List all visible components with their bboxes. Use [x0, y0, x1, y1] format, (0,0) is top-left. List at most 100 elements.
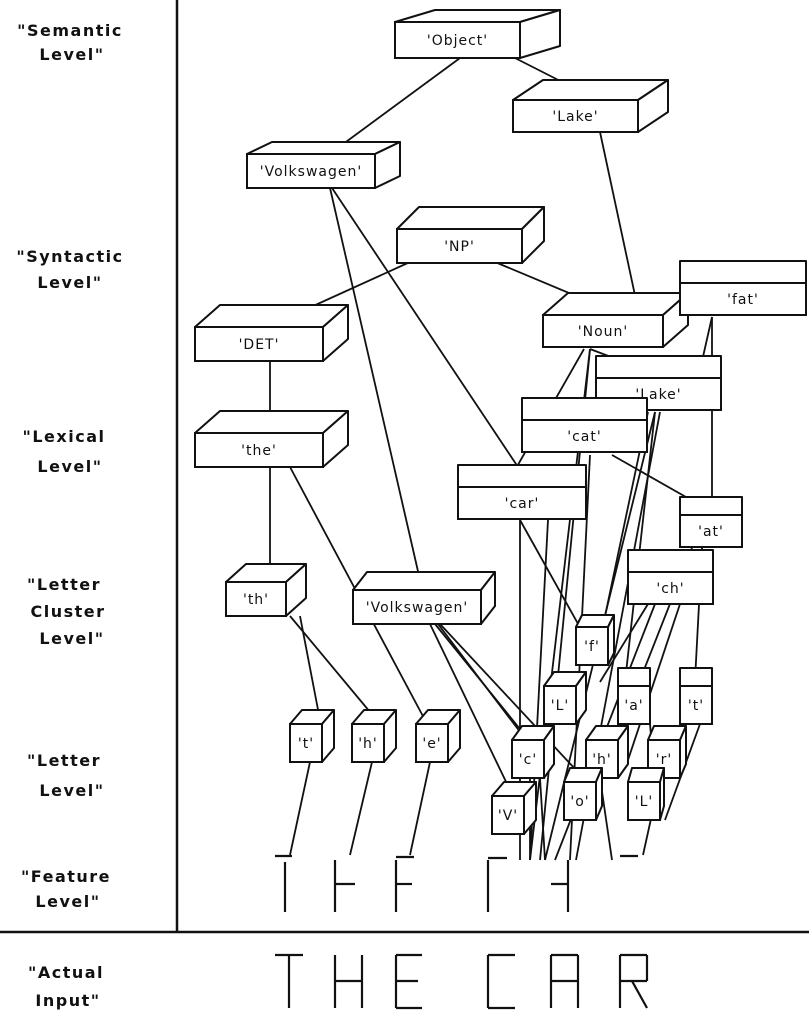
- node-volkswagen-sem: 'Volkswagen': [246, 141, 401, 189]
- feature-e: [394, 855, 414, 912]
- box-top-face: [679, 496, 743, 516]
- box-front-face: [563, 781, 597, 821]
- node-L2: 'L': [627, 767, 665, 821]
- node-e: 'e': [415, 709, 461, 763]
- box-top-face: [627, 767, 665, 783]
- node-label: 'Volkswagen': [366, 600, 468, 616]
- node-label: 'c': [519, 752, 537, 768]
- node-volkswagen-lc: 'Volkswagen': [352, 571, 496, 625]
- box-front-face: [225, 581, 287, 617]
- node-label: 'the': [241, 443, 277, 459]
- box-top-face: [457, 464, 587, 488]
- box-top-face: [352, 571, 496, 591]
- box-top-face: [679, 260, 807, 284]
- box-front-face: [679, 514, 743, 548]
- input-letter-C: [486, 953, 515, 1010]
- node-label: 'Lake': [552, 109, 598, 125]
- node-cat: 'cat': [521, 397, 648, 453]
- node-boxes: 'Object' 'Lake' 'Volkswagen' 'NP' 'DET' 'Noun…: [194, 9, 807, 835]
- node-object: 'Object': [394, 9, 561, 59]
- node-label: 'h': [358, 736, 378, 752]
- connection-line: [289, 615, 376, 719]
- box-front-face: [543, 685, 577, 725]
- connection-line: [539, 777, 546, 861]
- node-t2: 't': [679, 667, 713, 725]
- feature-t: [275, 854, 292, 912]
- node-noun: 'Noun': [542, 292, 689, 348]
- node-th: 'th': [225, 563, 307, 617]
- box-front-face: [679, 685, 713, 725]
- box-front-face: [351, 723, 385, 763]
- node-label: 'DET': [239, 337, 280, 353]
- box-front-face: [617, 685, 651, 725]
- box-front-face: [352, 589, 482, 625]
- node-label: 'Object': [427, 33, 488, 49]
- input-letter-E: [394, 953, 422, 1010]
- node-a: 'a': [617, 667, 651, 725]
- connection-line: [331, 187, 521, 471]
- box-front-face: [575, 626, 609, 666]
- box-front-face: [194, 326, 324, 362]
- box-front-face: [679, 282, 807, 316]
- node-label: 'Volkswagen': [260, 164, 362, 180]
- box-top-face: [194, 410, 349, 434]
- box-front-face: [512, 99, 639, 133]
- node-at: 'at': [679, 496, 743, 548]
- node-fat: 'fat': [679, 260, 807, 316]
- box-top-face: [627, 549, 714, 573]
- node-v: 'V': [491, 781, 537, 835]
- connection-line: [329, 187, 421, 581]
- node-label: 'th': [243, 592, 269, 608]
- box-top-face: [521, 397, 648, 421]
- connection-line: [289, 761, 311, 856]
- box-front-face: [521, 419, 648, 453]
- connection-line: [624, 411, 656, 683]
- node-ch: 'ch': [627, 549, 714, 605]
- connection-line: [299, 261, 411, 313]
- node-h: 'h': [351, 709, 397, 763]
- box-front-face: [627, 781, 661, 821]
- box-front-face: [627, 571, 714, 605]
- node-label: 'ch': [656, 581, 684, 597]
- box-front-face: [194, 432, 324, 468]
- node-label: 'at': [698, 524, 724, 540]
- box-top-face: [194, 304, 349, 328]
- node-the: 'the': [194, 410, 349, 468]
- node-label: 'NP': [444, 239, 475, 255]
- node-label: 'L': [635, 794, 654, 810]
- box-front-face: [542, 314, 664, 348]
- node-det: 'DET': [194, 304, 349, 362]
- connection-line: [409, 761, 431, 856]
- box-front-face: [396, 228, 523, 264]
- connection-line: [334, 57, 461, 151]
- box-front-face: [511, 739, 545, 779]
- node-label: 'V': [498, 808, 518, 824]
- node-label: 't': [688, 698, 704, 714]
- box-front-face: [394, 21, 521, 59]
- feature-c: [486, 856, 507, 912]
- node-label: 'h': [592, 752, 612, 768]
- node-label: 'fat': [727, 292, 759, 308]
- node-lake-sem: 'Lake': [512, 79, 669, 133]
- node-label: 'f': [584, 639, 600, 655]
- node-label: 'a': [624, 698, 643, 714]
- node-label: 'L': [551, 698, 570, 714]
- connection-line: [599, 603, 649, 683]
- node-np: 'NP': [396, 206, 545, 264]
- input-letter-A: [549, 953, 580, 1008]
- node-h2: 'h': [585, 725, 629, 779]
- node-label: 'car': [505, 496, 540, 512]
- node-label: 'e': [422, 736, 441, 752]
- node-t: 't': [289, 709, 335, 763]
- input-letter-R: [618, 953, 649, 1009]
- connection-line: [349, 761, 373, 856]
- connection-line: [439, 623, 591, 786]
- node-label: 'Noun': [578, 324, 628, 340]
